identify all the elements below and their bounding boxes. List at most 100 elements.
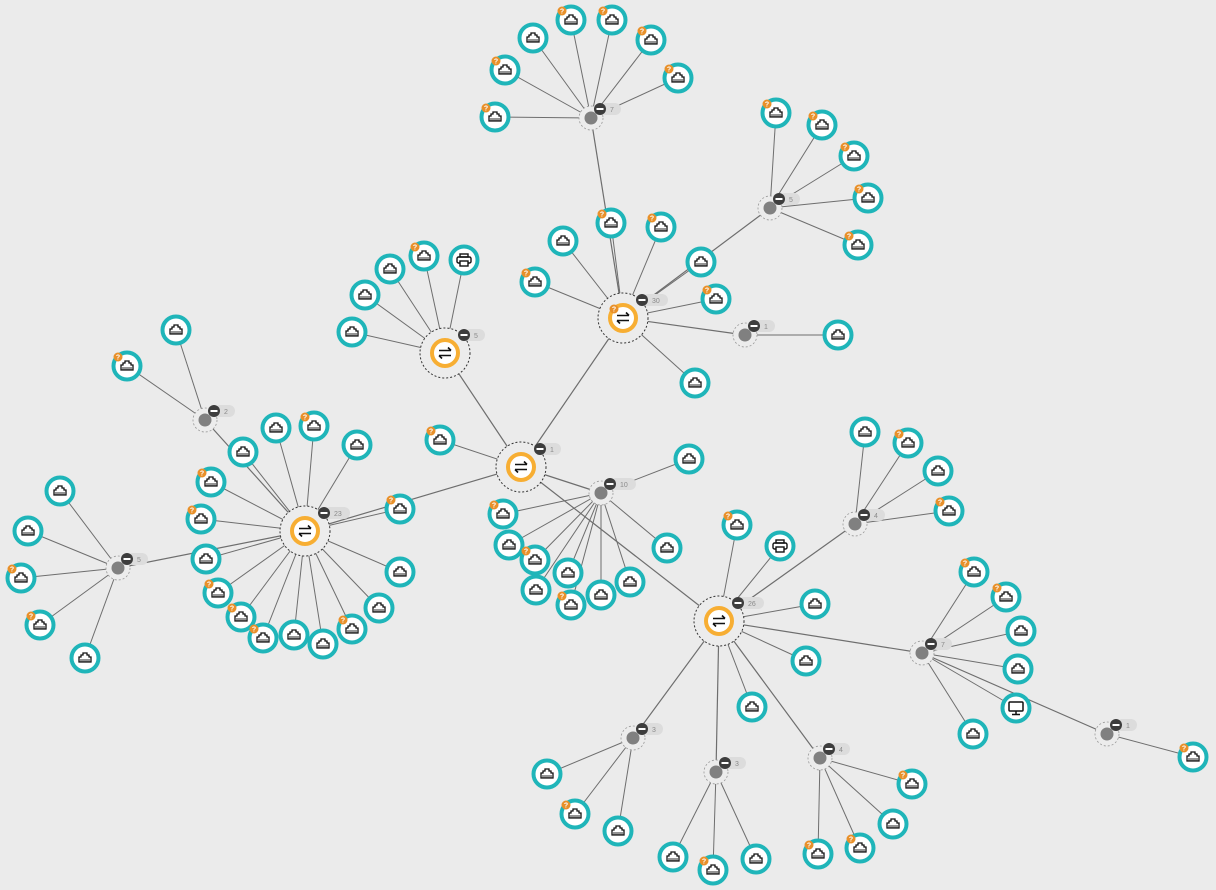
network-device-node[interactable]: ?: [806, 109, 838, 141]
group-node[interactable]: 2: [192, 405, 235, 433]
collapse-group-control[interactable]: 4: [823, 743, 850, 755]
group-node[interactable]: 1: [732, 320, 775, 348]
network-device-node[interactable]: ?: [408, 240, 440, 272]
network-device-node[interactable]: [341, 429, 373, 461]
collapse-group-control[interactable]: 30: [636, 294, 668, 306]
printer-device-node[interactable]: [764, 530, 796, 562]
group-node[interactable]: 4: [842, 509, 885, 537]
network-device-node[interactable]: [384, 556, 416, 588]
network-device-node[interactable]: ?: [424, 424, 456, 456]
network-device-node[interactable]: [799, 588, 831, 620]
network-device-node[interactable]: [552, 557, 584, 589]
network-device-node[interactable]: [517, 22, 549, 54]
network-device-node[interactable]: ?: [721, 509, 753, 541]
network-device-node[interactable]: [585, 579, 617, 611]
network-device-node[interactable]: ?: [635, 24, 667, 56]
network-device-node[interactable]: [673, 443, 705, 475]
network-device-node[interactable]: ?: [487, 498, 519, 530]
network-device-node[interactable]: [493, 529, 525, 561]
group-node[interactable]: 7: [578, 103, 621, 131]
collapse-group-control[interactable]: 26: [732, 597, 764, 609]
network-device-node[interactable]: [685, 246, 717, 278]
network-device-node[interactable]: [877, 808, 909, 840]
network-device-node[interactable]: [12, 515, 44, 547]
network-device-node[interactable]: ?: [838, 140, 870, 172]
network-device-node[interactable]: ?: [802, 838, 834, 870]
group-node[interactable]: 5: [757, 193, 800, 221]
group-node[interactable]: 3: [703, 757, 746, 785]
collapse-group-control[interactable]: 5: [458, 329, 485, 341]
network-device-node[interactable]: [160, 314, 192, 346]
group-node[interactable]: 7: [909, 638, 952, 666]
network-device-node[interactable]: ?: [662, 62, 694, 94]
group-node[interactable]: 3: [620, 723, 663, 751]
network-device-node[interactable]: [227, 436, 259, 468]
network-device-node[interactable]: [1002, 653, 1034, 685]
collapse-group-control[interactable]: 10: [604, 478, 636, 490]
network-device-node[interactable]: ?: [892, 427, 924, 459]
network-device-node[interactable]: [602, 815, 634, 847]
network-device-node[interactable]: ?: [990, 581, 1022, 613]
network-device-node[interactable]: [657, 841, 689, 873]
network-device-node[interactable]: ?: [933, 495, 965, 527]
network-device-node[interactable]: ?: [958, 556, 990, 588]
network-device-node[interactable]: ?: [1177, 741, 1209, 773]
collapse-group-control[interactable]: 1: [1110, 719, 1137, 731]
switch-node[interactable]: 23: [279, 505, 350, 557]
network-device-node[interactable]: [736, 691, 768, 723]
network-device-node[interactable]: ?: [202, 577, 234, 609]
network-device-node[interactable]: ?: [195, 466, 227, 498]
collapse-group-control[interactable]: 3: [719, 757, 746, 769]
collapse-group-control[interactable]: 1: [748, 320, 775, 332]
network-device-node[interactable]: ?: [298, 410, 330, 442]
network-device-node[interactable]: ?: [555, 4, 587, 36]
group-node[interactable]: 5: [105, 553, 148, 581]
network-device-node[interactable]: ?: [555, 589, 587, 621]
network-device-node[interactable]: [822, 319, 854, 351]
network-device-node[interactable]: ?: [595, 207, 627, 239]
group-node[interactable]: 1: [1094, 719, 1137, 747]
network-device-node[interactable]: [679, 367, 711, 399]
network-device-node[interactable]: ?: [519, 544, 551, 576]
network-device-node[interactable]: [922, 455, 954, 487]
switch-node[interactable]: 26: [693, 595, 764, 647]
network-device-node[interactable]: ?: [842, 229, 874, 261]
network-device-node[interactable]: ?: [185, 503, 217, 535]
network-device-node[interactable]: [363, 592, 395, 624]
network-device-node[interactable]: [349, 279, 381, 311]
group-node[interactable]: 10: [588, 478, 636, 506]
network-device-node[interactable]: ?: [700, 283, 732, 315]
network-device-node[interactable]: [278, 619, 310, 651]
network-device-node[interactable]: [740, 843, 772, 875]
collapse-group-control[interactable]: 1: [534, 443, 561, 455]
network-device-node[interactable]: [547, 225, 579, 257]
network-device-node[interactable]: [336, 316, 368, 348]
network-device-node[interactable]: ?: [111, 350, 143, 382]
network-device-node[interactable]: [190, 543, 222, 575]
network-device-node[interactable]: ?: [479, 101, 511, 133]
network-device-node[interactable]: ?: [559, 798, 591, 830]
network-device-node[interactable]: [1005, 615, 1037, 647]
collapse-group-control[interactable]: 2: [208, 405, 235, 417]
network-device-node[interactable]: ?: [24, 609, 56, 641]
network-device-node[interactable]: ?: [384, 493, 416, 525]
network-device-node[interactable]: ?: [896, 768, 928, 800]
network-device-node[interactable]: ?: [336, 613, 368, 645]
group-node[interactable]: 4: [807, 743, 850, 771]
collapse-group-control[interactable]: 3: [636, 723, 663, 735]
network-device-node[interactable]: [790, 645, 822, 677]
network-device-node[interactable]: ?: [5, 562, 37, 594]
network-device-node[interactable]: ?: [247, 622, 279, 654]
collapse-group-control[interactable]: 7: [925, 638, 952, 650]
switch-node[interactable]: 5: [419, 327, 485, 379]
collapse-group-control[interactable]: 5: [773, 193, 800, 205]
network-device-node[interactable]: [531, 758, 563, 790]
network-device-node[interactable]: ?: [697, 854, 729, 886]
network-device-node[interactable]: ?: [760, 97, 792, 129]
collapse-group-control[interactable]: 4: [858, 509, 885, 521]
collapse-group-control[interactable]: 7: [594, 103, 621, 115]
network-device-node[interactable]: ?: [852, 182, 884, 214]
network-device-node[interactable]: ?: [596, 4, 628, 36]
collapse-group-control[interactable]: 5: [121, 553, 148, 565]
